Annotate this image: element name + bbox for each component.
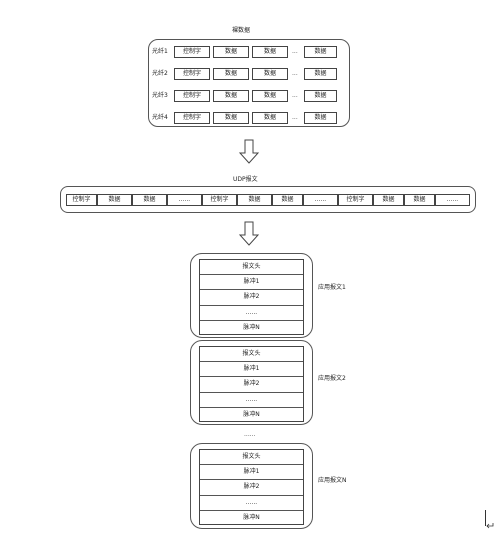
pulse-row: 脉冲N <box>243 514 260 522</box>
data-cell: 数据 <box>213 68 249 80</box>
data-cell: 数据 <box>252 68 288 80</box>
down-arrow-icon <box>238 139 260 164</box>
fiber-label: 光纤3 <box>152 92 168 99</box>
udp-title: UDP报文 <box>233 176 258 183</box>
pulse-row: 脉冲2 <box>200 377 303 393</box>
ellipsis-cell: ...... <box>167 194 202 206</box>
packet-header-row: 报文头 <box>200 450 303 466</box>
app-packet-stack: 报文头 脉冲1 脉冲2 ...... 脉冲N <box>199 259 304 335</box>
ellipsis-row: ...... <box>200 496 303 511</box>
app-packet-label: 应用报文1 <box>318 284 346 291</box>
pulse-row: 脉冲2 <box>200 290 303 306</box>
data-cell: 数据 <box>252 90 288 102</box>
data-cell: 数据 <box>272 194 303 206</box>
control-word-cell: 控制字 <box>202 194 237 206</box>
fiber-label: 光纤2 <box>152 70 168 77</box>
control-word-cell: 控制字 <box>174 112 210 124</box>
pulse-row: 脉冲N <box>243 411 260 419</box>
control-word-cell: 控制字 <box>174 46 210 58</box>
data-cell: 数据 <box>132 194 167 206</box>
text-cursor-icon <box>485 510 486 526</box>
data-cell: 数据 <box>304 68 337 80</box>
app-packet-label: 应用报文2 <box>318 375 346 382</box>
data-cell: 数据 <box>304 90 337 102</box>
data-cell: 数据 <box>304 112 337 124</box>
ellipsis-row: ...... <box>200 306 303 321</box>
data-cell: 数据 <box>237 194 272 206</box>
data-cell: 数据 <box>97 194 132 206</box>
between-packets-ellipsis: ...... <box>244 431 256 438</box>
data-cell: 数据 <box>252 112 288 124</box>
ellipsis: ... <box>292 48 298 55</box>
down-arrow-icon <box>238 221 260 246</box>
pulse-row: 脉冲1 <box>200 362 303 378</box>
data-cell: 数据 <box>252 46 288 58</box>
data-cell: 数据 <box>213 90 249 102</box>
ellipsis: ... <box>292 70 298 77</box>
data-cell: 数据 <box>404 194 435 206</box>
control-word-cell: 控制字 <box>174 90 210 102</box>
data-cell: 数据 <box>213 46 249 58</box>
ellipsis-cell: ...... <box>303 194 338 206</box>
data-cell: 数据 <box>373 194 404 206</box>
return-mark-icon <box>486 523 494 529</box>
ellipsis-cell: ...... <box>435 194 470 206</box>
app-packet-label: 应用报文N <box>318 477 347 484</box>
ellipsis: ... <box>292 114 298 121</box>
control-word-cell: 控制字 <box>338 194 373 206</box>
packet-header-row: 报文头 <box>200 260 303 276</box>
data-cell: 数据 <box>213 112 249 124</box>
app-packet-stack: 报文头 脉冲1 脉冲2 ...... 脉冲N <box>199 346 304 422</box>
packet-header-row: 报文头 <box>200 347 303 363</box>
pulse-row: 脉冲1 <box>200 465 303 481</box>
ellipsis: ... <box>292 92 298 99</box>
control-word-cell: 控制字 <box>174 68 210 80</box>
control-word-cell: 控制字 <box>66 194 97 206</box>
ellipsis-row: ...... <box>200 393 303 408</box>
pulse-row: 脉冲N <box>243 324 260 332</box>
raw-data-title: 裸数据 <box>232 27 251 34</box>
fiber-label: 光纤1 <box>152 48 168 55</box>
fiber-label: 光纤4 <box>152 114 168 121</box>
app-packet-stack: 报文头 脉冲1 脉冲2 ...... 脉冲N <box>199 449 304 525</box>
pulse-row: 脉冲2 <box>200 480 303 496</box>
data-cell: 数据 <box>304 46 337 58</box>
pulse-row: 脉冲1 <box>200 275 303 291</box>
